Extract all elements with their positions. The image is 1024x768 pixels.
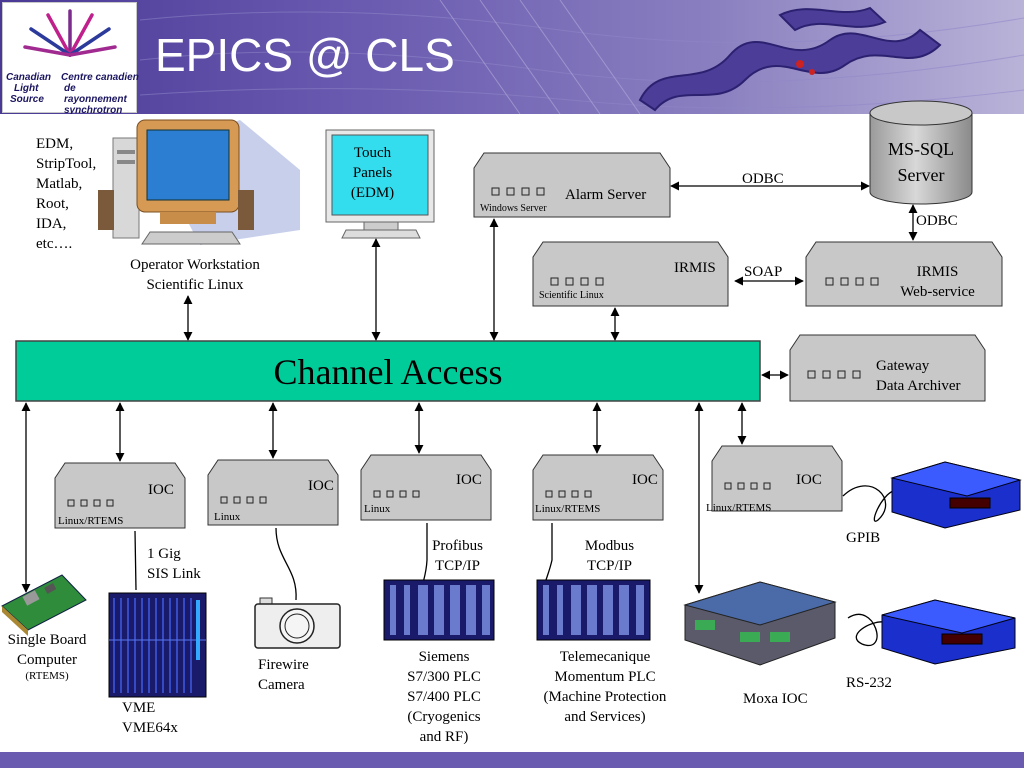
soap-label: SOAP	[744, 264, 783, 280]
ioc5-leds	[724, 482, 771, 490]
ioc2-leds	[220, 496, 267, 504]
ioc4-leds	[545, 490, 592, 498]
alarm-server-label: Alarm Server	[565, 187, 647, 203]
ioc-1-label: IOC	[148, 482, 174, 498]
alarm-server-leds	[491, 187, 545, 196]
alarm-server-os: Windows Server	[480, 203, 547, 214]
rs232-instrument-icon	[881, 599, 1016, 665]
ioc-3-os: Linux	[364, 503, 391, 515]
irmis-os: Scientific Linux	[539, 290, 604, 301]
gpib-instrument-icon	[890, 461, 1022, 529]
logo-star-icon	[23, 9, 117, 57]
ioc-box-1	[54, 462, 186, 529]
siemens-plc-icon	[383, 579, 495, 641]
gateway-leds	[807, 370, 861, 379]
ioc-5-label: IOC	[796, 472, 822, 488]
moxa-ioc-device-icon	[683, 581, 837, 666]
single-board-computer-icon	[1, 574, 87, 636]
telemecanique-plc-icon	[536, 579, 651, 641]
channel-access-label: Channel Access	[273, 352, 503, 392]
channel-access-bus	[15, 340, 761, 402]
ioc-5-os: Linux/RTEMS	[706, 502, 772, 514]
ioc-box-4	[532, 454, 664, 521]
cable-ioc1-vme	[134, 530, 137, 591]
ioc-4-label: IOC	[632, 472, 658, 488]
ioc-1-os: Linux/RTEMS	[58, 515, 124, 527]
touch-panel-monitor-icon	[325, 129, 435, 239]
ioc-2-label: IOC	[308, 478, 334, 494]
gpib-label: GPIB	[846, 530, 881, 546]
ioc-2-os: Linux	[214, 511, 241, 523]
odbc-label-1: ODBC	[742, 171, 784, 187]
protein-ribbon-graphic	[140, 0, 1024, 114]
alarm-server-box	[473, 152, 671, 218]
rs232-label: RS-232	[846, 675, 892, 691]
ioc1-leds	[67, 499, 114, 507]
firewire-camera-icon	[254, 597, 341, 649]
irmis-leds	[550, 277, 604, 286]
vme-rack-icon	[108, 592, 207, 698]
ioc-box-2	[207, 459, 339, 526]
ioc-box-3	[360, 454, 492, 521]
workstation-apps: EDM,StripTool, Matlab,Root, IDA,etc….	[36, 136, 97, 252]
footer-bar	[0, 752, 1024, 768]
cable-ioc2-camera	[275, 527, 297, 601]
cable-ioc5-gpib	[842, 485, 896, 522]
irmis-ws-leds	[825, 277, 879, 286]
irmis-server-box	[532, 241, 729, 307]
ms-sql-database-icon	[869, 100, 973, 205]
odbc-label-2: ODBC	[916, 213, 958, 229]
cable-rs232	[847, 613, 886, 647]
operator-workstation-icon	[98, 119, 300, 245]
ioc-3-label: IOC	[456, 472, 482, 488]
irmis-label: IRMIS	[674, 260, 716, 276]
ioc-box-5	[711, 445, 843, 512]
irmis-web-service-box	[805, 241, 1003, 307]
moxa-label: Moxa IOC	[743, 691, 808, 707]
ioc-4-os: Linux/RTEMS	[535, 503, 601, 515]
gateway-archiver-box	[789, 334, 986, 402]
slide-title: EPICS @ CLS	[155, 29, 455, 81]
ioc3-leds	[373, 490, 420, 498]
